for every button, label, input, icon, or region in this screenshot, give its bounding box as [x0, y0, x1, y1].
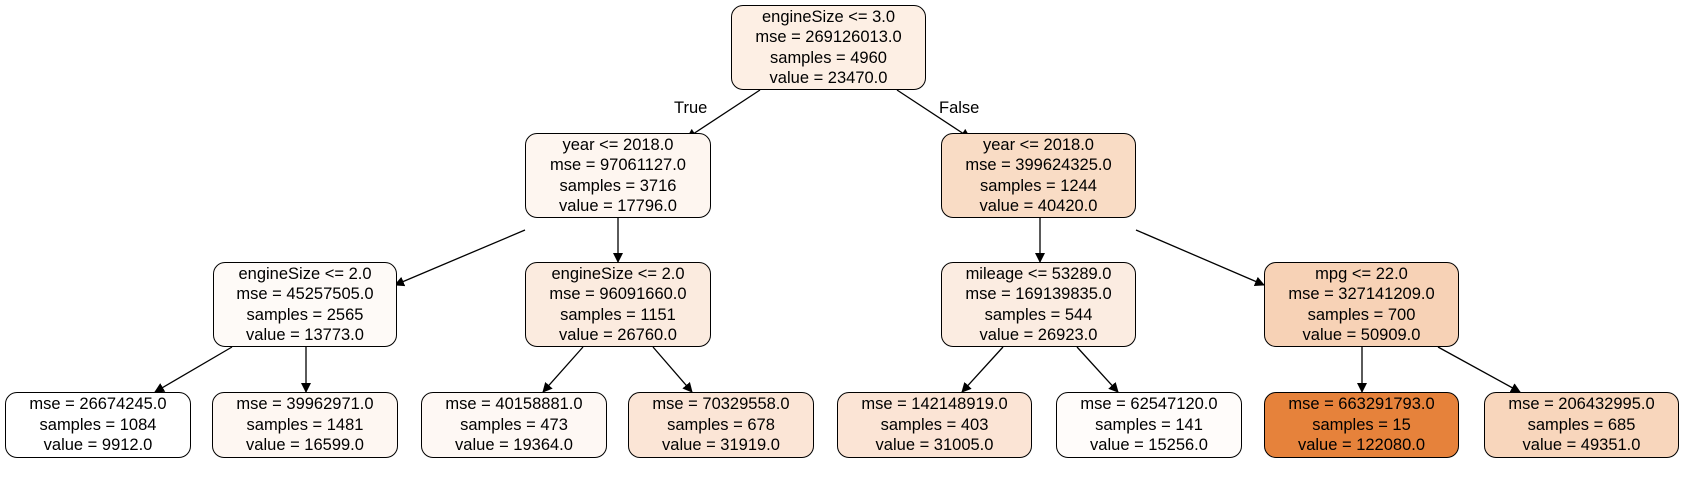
node-samples: samples = 678 — [667, 415, 775, 434]
node-mse: mse = 169139835.0 — [965, 285, 1112, 303]
edge-to-leaf-5 — [961, 346, 1004, 393]
node-value: value = 49351.0 — [1522, 436, 1641, 455]
tree-leaf-7: mse = 663291793.0 samples = 15 value = 1… — [1264, 392, 1459, 458]
node-mse: mse = 206432995.0 — [1508, 395, 1655, 414]
tree-leaf-6: mse = 62547120.0 samples = 141 value = 1… — [1056, 392, 1242, 458]
tree-leaf-8: mse = 206432995.0 samples = 685 value = … — [1484, 392, 1679, 458]
node-split: mileage <= 53289.0 — [965, 264, 1112, 283]
node-samples: samples = 473 — [460, 415, 568, 434]
tree-leaf-5: mse = 142148919.0 samples = 403 value = … — [837, 392, 1032, 458]
node-samples: samples = 1244 — [980, 176, 1097, 195]
tree-node-mileage: mileage <= 53289.0 mse = 169139835.0 sam… — [941, 262, 1136, 347]
tree-node-enginesize-b: engineSize <= 2.0 mse = 96091660.0 sampl… — [525, 262, 711, 347]
node-mse: mse = 327141209.0 — [1288, 285, 1435, 303]
edge-to-leaf-6 — [1076, 346, 1119, 393]
edge-to-leaf-1 — [154, 346, 233, 393]
tree-leaf-3: mse = 40158881.0 samples = 473 value = 1… — [421, 392, 607, 458]
node-mse: mse = 142148919.0 — [861, 395, 1008, 414]
edge-label-true: True — [674, 99, 708, 117]
node-samples: samples = 544 — [984, 305, 1093, 324]
tree-leaf-1: mse = 26674245.0 samples = 1084 value = … — [5, 392, 191, 458]
node-mse: mse = 45257505.0 — [236, 285, 374, 303]
node-samples: samples = 2565 — [246, 305, 364, 324]
node-value: value = 19364.0 — [455, 436, 573, 455]
node-samples: samples = 4960 — [770, 48, 887, 67]
node-value: value = 17796.0 — [559, 197, 677, 215]
edge-to-leaf-8 — [1437, 346, 1521, 393]
node-mse: mse = 62547120.0 — [1080, 395, 1218, 414]
tree-leaf-4: mse = 70329558.0 samples = 678 value = 3… — [628, 392, 814, 458]
node-samples: samples = 15 — [1312, 415, 1411, 434]
edge-root-to-year-right — [896, 89, 971, 139]
node-value: value = 23470.0 — [769, 69, 888, 87]
node-samples: samples = 1151 — [560, 305, 676, 324]
tree-node-enginesize-a: engineSize <= 2.0 mse = 45257505.0 sampl… — [213, 262, 397, 347]
node-value: value = 40420.0 — [979, 197, 1098, 215]
node-mse: mse = 40158881.0 — [445, 395, 583, 414]
tree-node-year-left: year <= 2018.0 mse = 97061127.0 samples … — [525, 133, 711, 218]
node-samples: samples = 700 — [1307, 305, 1416, 324]
node-split: engineSize <= 2.0 — [551, 264, 685, 283]
tree-node-root: engineSize <= 3.0 mse = 269126013.0 samp… — [731, 5, 926, 90]
edge-year-to-enginesize-a — [394, 229, 526, 287]
tree-leaf-2: mse = 39962971.0 samples = 1481 value = … — [212, 392, 398, 458]
node-split: engineSize <= 2.0 — [238, 264, 372, 283]
node-split: engineSize <= 3.0 — [761, 7, 896, 26]
node-mse: mse = 663291793.0 — [1288, 395, 1435, 414]
node-value: value = 26923.0 — [979, 326, 1098, 344]
node-split: year <= 2018.0 — [562, 135, 674, 154]
node-value: value = 9912.0 — [43, 436, 153, 455]
node-value: value = 16599.0 — [246, 436, 364, 455]
node-mse: mse = 70329558.0 — [652, 395, 790, 414]
node-value: value = 31919.0 — [662, 436, 780, 455]
node-samples: samples = 141 — [1095, 415, 1203, 434]
node-samples: samples = 1084 — [39, 415, 157, 434]
edge-to-leaf-3 — [542, 346, 584, 393]
node-mse: mse = 97061127.0 — [550, 156, 686, 174]
node-samples: samples = 1481 — [246, 415, 364, 434]
node-value: value = 26760.0 — [559, 326, 677, 344]
node-value: value = 13773.0 — [246, 326, 364, 344]
edge-to-leaf-4 — [652, 346, 693, 393]
node-mse: mse = 399624325.0 — [965, 156, 1112, 174]
node-samples: samples = 3716 — [559, 176, 677, 195]
edge-root-to-year-left — [686, 89, 761, 139]
node-split: year <= 2018.0 — [982, 135, 1094, 154]
node-mse: mse = 96091660.0 — [549, 285, 687, 303]
node-mse: mse = 26674245.0 — [29, 395, 167, 414]
node-value: value = 50909.0 — [1302, 326, 1421, 344]
node-mse: mse = 39962971.0 — [236, 395, 374, 414]
tree-node-year-right: year <= 2018.0 mse = 399624325.0 samples… — [941, 133, 1136, 218]
node-samples: samples = 403 — [880, 415, 989, 434]
node-value: value = 122080.0 — [1297, 436, 1426, 455]
node-value: value = 15256.0 — [1090, 436, 1208, 455]
node-split: mpg <= 22.0 — [1315, 264, 1408, 283]
tree-node-mpg: mpg <= 22.0 mse = 327141209.0 samples = … — [1264, 262, 1459, 347]
edge-label-false: False — [939, 99, 980, 117]
edge-year-to-mpg — [1135, 229, 1265, 287]
node-value: value = 31005.0 — [875, 436, 994, 455]
node-samples: samples = 685 — [1527, 415, 1636, 434]
node-mse: mse = 269126013.0 — [755, 28, 902, 46]
